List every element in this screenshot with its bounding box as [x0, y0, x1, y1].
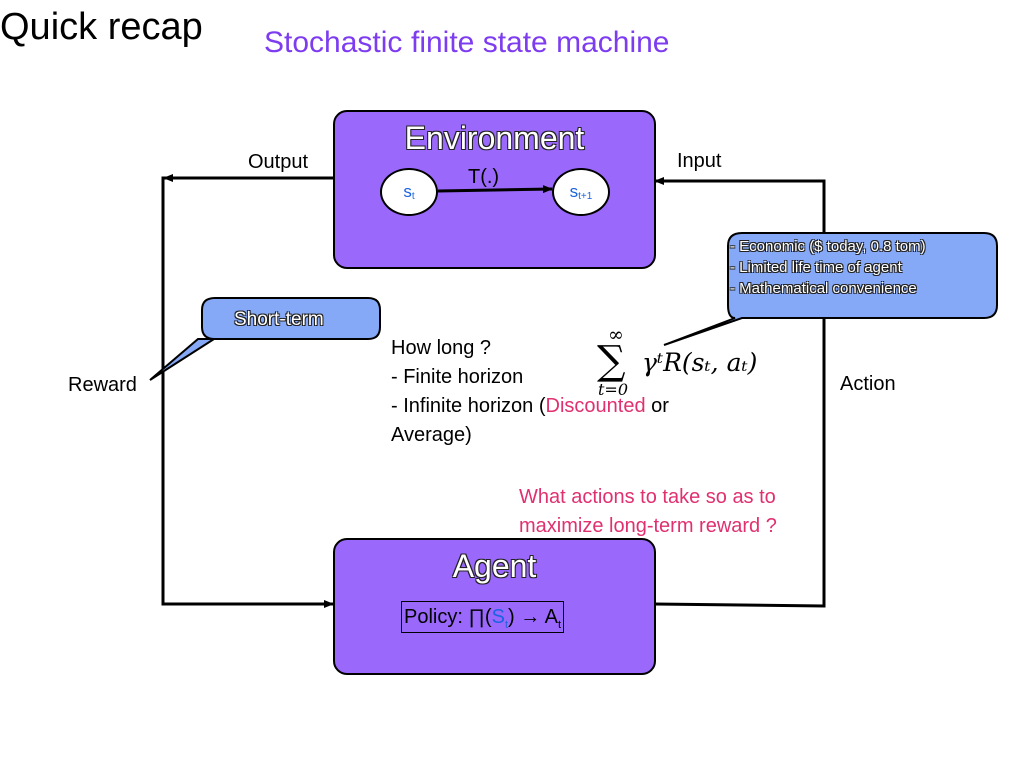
- reward-label: Reward: [68, 374, 137, 396]
- sum-upper-limit: ∞: [608, 324, 624, 346]
- policy-label: Policy: ∏(St) → At: [401, 601, 565, 633]
- horizon-line-2: - Finite horizon: [391, 366, 524, 388]
- output-reward-loop: [161, 176, 333, 606]
- horizon-discounted: Discounted: [545, 395, 646, 417]
- state-next: st+1: [552, 168, 610, 216]
- discount-reason-lifetime: - Limited life time of agent: [730, 259, 902, 276]
- short-term-text: Short-term: [234, 309, 324, 330]
- discount-reasons-callout: [663, 232, 998, 346]
- state-current-sub: t: [411, 191, 415, 202]
- input-label: Input: [677, 150, 722, 172]
- horizon-line-4: Average): [391, 424, 472, 446]
- page-title: Quick recap: [0, 6, 203, 48]
- state-next-base: s: [569, 182, 579, 201]
- agent-title: Agent: [452, 548, 537, 584]
- policy-prefix: Policy:: [404, 606, 469, 628]
- horizon-text: How long ? - Finite horizon - Infinite h…: [391, 334, 669, 450]
- state-next-sub: t+1: [578, 191, 593, 202]
- sum-lower-limit: t=0: [598, 380, 629, 399]
- agent-box: Agent: [333, 538, 656, 675]
- policy-state: S: [491, 606, 505, 628]
- transition-label: T(.): [468, 166, 500, 188]
- formula-body: γᵗR(sₜ, aₜ): [642, 348, 758, 377]
- action-label: Action: [840, 373, 896, 395]
- discount-reasons-list: - Economic ($ today, 0.8 tom) - Limited …: [730, 236, 926, 299]
- policy-pi: ∏(: [468, 606, 492, 628]
- short-term-callout: [149, 297, 381, 381]
- horizon-line-3-suffix: or: [645, 395, 669, 417]
- policy-action-sub: t: [558, 619, 562, 631]
- horizon-line-3-prefix: - Infinite horizon (: [391, 395, 546, 417]
- question-line-2: maximize long-term reward ?: [519, 515, 777, 537]
- action-input-loop: [653, 179, 826, 608]
- state-current: st: [380, 168, 438, 216]
- policy-arrow: ) → A: [508, 606, 559, 628]
- horizon-line-1: How long ?: [391, 337, 492, 359]
- question-line-1: What actions to take so as to: [519, 486, 776, 508]
- policy-state-sub: t: [504, 619, 508, 631]
- discount-reason-economic: - Economic ($ today, 0.8 tom): [730, 238, 926, 255]
- sum-sign: ∑: [597, 338, 626, 384]
- question-text: What actions to take so as to maximize l…: [519, 483, 777, 541]
- horizon-line-3: - Infinite horizon (Discounted or: [391, 392, 669, 421]
- subtitle-part-stochastic: Stochastic: [264, 26, 403, 59]
- state-current-base: s: [403, 182, 412, 201]
- subtitle-part-fsm: finite state machine: [411, 26, 670, 59]
- environment-title: Environment: [404, 120, 585, 156]
- discount-reason-math: - Mathematical convenience: [730, 280, 917, 297]
- output-label: Output: [248, 151, 309, 173]
